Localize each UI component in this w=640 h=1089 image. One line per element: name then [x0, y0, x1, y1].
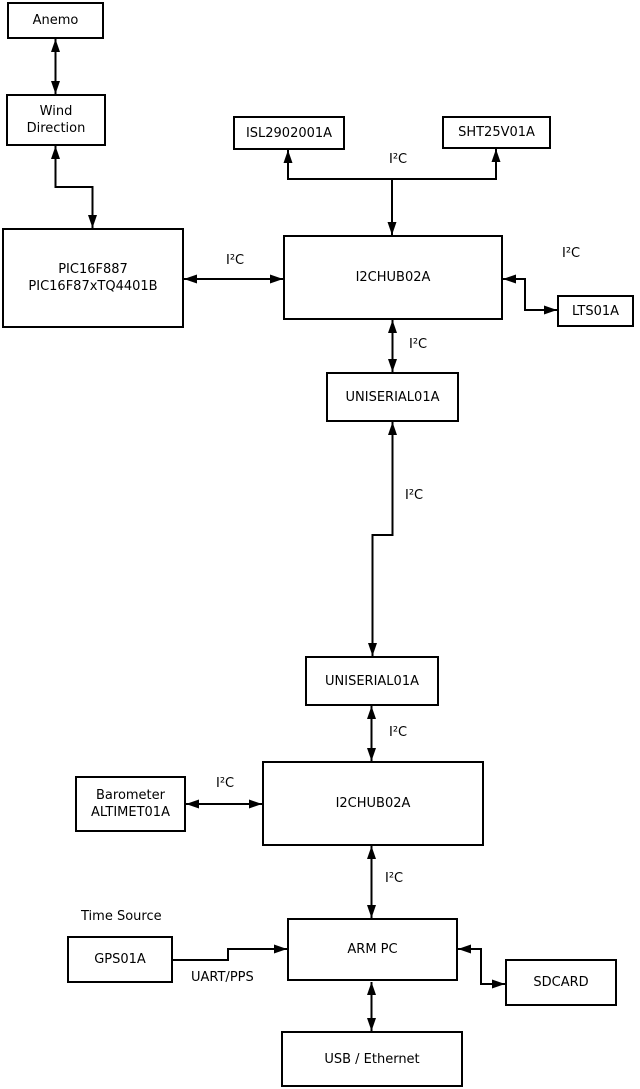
node-lts01a: LTS01A [557, 295, 634, 327]
node-isl2902001a: ISL2902001A [233, 116, 345, 150]
node-uniserial01a-bottom: UNISERIAL01A [305, 656, 439, 706]
label-i2c-barometer: I²C [216, 776, 235, 791]
node-barometer-altimet01a: Barometer ALTIMET01A [75, 776, 186, 832]
connector-i2chub-lts [503, 274, 557, 315]
label-i2c-uniserial-hub2: I²C [389, 725, 408, 740]
node-gps01a: GPS01A [67, 936, 173, 983]
node-wind-direction: Wind Direction [6, 94, 106, 146]
label-i2c-uniserial-link: I²C [405, 488, 424, 503]
node-pic16f887: PIC16F887 PIC16F87xTQ4401B [2, 228, 184, 328]
label-uart-pps: UART/PPS [191, 970, 254, 985]
connector-gps-armpc [173, 944, 287, 961]
label-time-source: Time Source [81, 909, 162, 924]
node-arm-pc: ARM PC [287, 918, 458, 981]
label-i2c-isl-sht: I²C [389, 152, 408, 167]
label-i2c-hub2-armpc: I²C [385, 871, 404, 886]
node-sht25v01a: SHT25V01A [442, 116, 551, 149]
node-anemo: Anemo [7, 2, 104, 39]
node-i2chub02a-bottom: I2CHUB02A [262, 761, 484, 846]
node-i2chub02a-top: I2CHUB02A [283, 235, 503, 320]
label-i2c-hub-lts: I²C [562, 246, 581, 261]
label-i2c-pic-hub: I²C [226, 253, 245, 268]
node-usb-ethernet: USB / Ethernet [281, 1031, 463, 1087]
connector-uniserial-uniserial [368, 422, 397, 656]
label-i2c-hub-uniserial: I²C [409, 337, 428, 352]
connector-armpc-sdcard [458, 944, 505, 989]
node-uniserial01a-top: UNISERIAL01A [326, 372, 459, 422]
connector-wind-pic [51, 146, 97, 228]
node-sdcard: SDCARD [505, 959, 617, 1006]
